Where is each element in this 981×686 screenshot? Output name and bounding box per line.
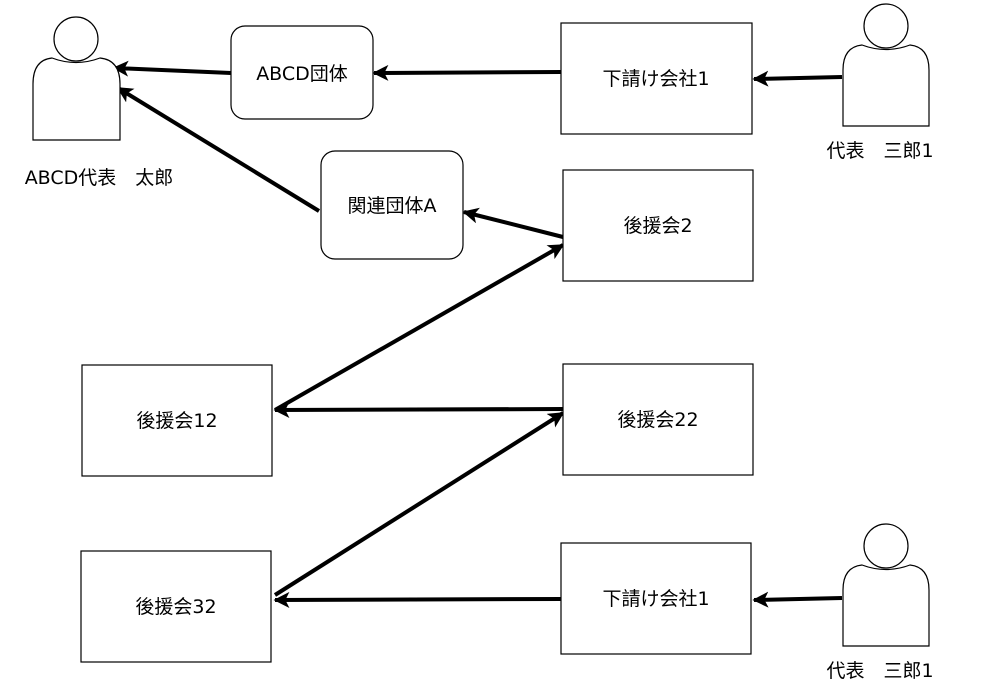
node-support-22[interactable]: 後援会22 xyxy=(562,363,754,476)
support-12-label: 後援会12 xyxy=(136,410,217,432)
abcd-group-label: ABCD団体 xyxy=(256,63,348,85)
edge-related-a-to-abcd-rep xyxy=(116,86,321,213)
node-subcontractor-bottom[interactable]: 下請け会社1 xyxy=(560,542,752,655)
node-related-group-a[interactable]: 関連団体A xyxy=(320,150,464,260)
related-group-a-label: 関連団体A xyxy=(348,195,437,217)
edge-rep-bottom-to-subcontractor-bottom xyxy=(752,591,843,608)
subcontractor-bottom-label: 下請け会社1 xyxy=(602,588,709,610)
person-icon-rep-bottom xyxy=(842,523,930,647)
node-support-12[interactable]: 後援会12 xyxy=(81,364,273,477)
support-32-label: 後援会32 xyxy=(135,596,216,618)
node-abcd-group[interactable]: ABCD団体 xyxy=(230,25,374,120)
subcontractor-top-label: 下請け会社1 xyxy=(602,68,709,90)
rep-top-label: 代表 三郎1 xyxy=(826,140,933,162)
edges xyxy=(112,60,843,608)
person-icon-rep-top xyxy=(842,3,930,127)
edge-support12-to-support2 xyxy=(274,243,565,412)
node-support-32[interactable]: 後援会32 xyxy=(80,550,272,663)
support-2-label: 後援会2 xyxy=(623,215,692,237)
edge-support32-to-support22 xyxy=(273,411,565,597)
edge-abcd-group-to-abcd-rep xyxy=(112,60,232,77)
edge-subcontractor-bottom-to-support32 xyxy=(273,591,562,608)
person-icon-abcd-rep xyxy=(32,16,121,141)
rep-bottom-label: 代表 三郎1 xyxy=(826,660,933,682)
node-subcontractor-top[interactable]: 下請け会社1 xyxy=(560,22,753,135)
edge-subcontractor-top-to-abcd-group xyxy=(372,64,562,81)
edge-support2-to-related-a xyxy=(462,207,564,239)
edge-support22-to-support12 xyxy=(273,401,564,418)
support-22-label: 後援会22 xyxy=(617,409,698,431)
abcd-rep-label: ABCD代表 太郎 xyxy=(25,167,174,189)
edge-rep-top-to-subcontractor-top xyxy=(752,70,843,87)
node-support-2[interactable]: 後援会2 xyxy=(562,169,754,282)
